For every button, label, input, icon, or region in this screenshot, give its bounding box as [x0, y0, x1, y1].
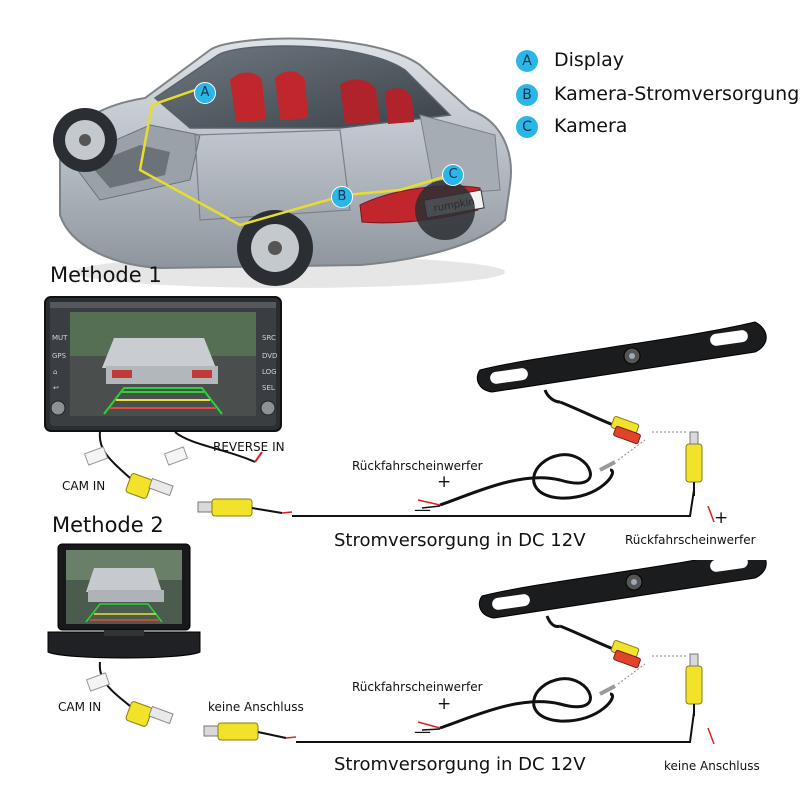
- method-2-right-no-connection-label: keine Anschluss: [664, 759, 760, 773]
- unit-button-log: LOG: [262, 368, 277, 376]
- method-1-title: Methode 1: [50, 263, 162, 287]
- car-illustration: rumpkin: [53, 37, 512, 288]
- method-2-power-label: Stromversorgung in DC 12V: [334, 754, 586, 775]
- foldable-monitor: [47, 543, 201, 659]
- car-marker-a: A: [194, 82, 216, 104]
- unit-button-mut: MUT: [52, 334, 68, 342]
- legend-label-display: Display: [554, 49, 625, 71]
- head-unit-display: [44, 296, 282, 432]
- legend-label-camera-power: Kamera-Stromversorgung: [554, 83, 800, 105]
- method-1-plus-sign: +: [437, 472, 452, 492]
- method-1-wiring: [83, 321, 767, 523]
- method-1-right-reverse-light-label: Rückfahrscheinwerfer: [625, 533, 756, 547]
- method-2-no-connection-label: keine Anschluss: [208, 700, 304, 714]
- method-1-cam-in-label: CAM IN: [62, 479, 106, 493]
- method-1-power-label: Stromversorgung in DC 12V: [334, 530, 586, 551]
- unit-button-gps: GPS: [52, 352, 67, 360]
- method-2-plus-sign: +: [437, 694, 452, 714]
- method-2-wiring: [85, 560, 767, 745]
- legend-badge-c: C: [516, 116, 538, 138]
- legend-badge-b: B: [516, 84, 538, 106]
- method-2-cam-in-label: CAM IN: [58, 700, 102, 714]
- method-1-minus-sign: —: [414, 500, 431, 520]
- car-marker-c: C: [442, 164, 464, 186]
- method-2-title: Methode 2: [52, 513, 164, 537]
- method-1-right-plus-sign: +: [714, 508, 729, 528]
- method-1-reverse-light-label: Rückfahrscheinwerfer: [352, 459, 483, 473]
- unit-button-back-icon: ↩: [53, 384, 59, 392]
- method-2-minus-sign: —: [414, 722, 431, 742]
- car-marker-b: B: [331, 186, 353, 208]
- method-1-reverse-in-label: REVERSE IN: [213, 440, 285, 454]
- unit-button-src: SRC: [262, 334, 276, 342]
- unit-button-home-icon: ⌂: [53, 368, 58, 376]
- method-2-reverse-light-label: Rückfahrscheinwerfer: [352, 680, 483, 694]
- legend-label-camera: Kamera: [554, 115, 628, 137]
- unit-button-dvd: DVD: [262, 352, 278, 360]
- unit-button-sel: SEL: [262, 384, 275, 392]
- legend-badge-a: A: [516, 50, 538, 72]
